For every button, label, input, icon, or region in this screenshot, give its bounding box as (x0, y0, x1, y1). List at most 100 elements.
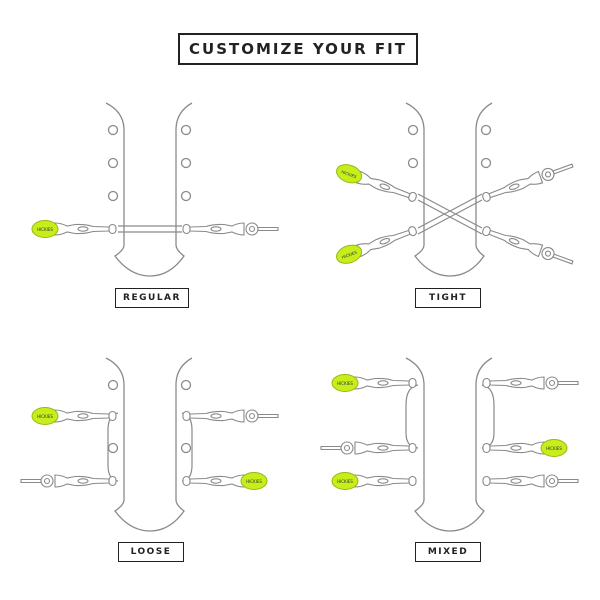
panel-regular: HICKIES (31, 102, 279, 277)
shoe-tongue-outline (405, 102, 493, 277)
hickie-lace-tail (20, 474, 117, 488)
panel-tight: HICKIES HICKIES (336, 102, 574, 277)
hickie-lace-tail (182, 409, 279, 423)
hickie-lace-tail (482, 376, 579, 390)
eyelet-right (480, 124, 492, 136)
shoe-tongue-outline (105, 102, 193, 277)
eyelet-left (107, 190, 119, 202)
lace-tail (552, 163, 574, 175)
hickie-lace-tail (320, 441, 417, 455)
hickie-logo-text: HICKIES (37, 414, 53, 419)
lace-tail-hole (248, 412, 256, 420)
hickie-logo-text: HICKIES (337, 479, 353, 484)
lace-tail-hole (544, 250, 552, 257)
lace-tail (320, 445, 342, 451)
shoe-tongue-outline (405, 357, 493, 532)
lace-cross-strap (118, 225, 182, 233)
lace-tail-hole (248, 225, 256, 233)
lace-tail-hole (548, 379, 556, 387)
hickie-logo-text: HICKIES (341, 250, 358, 260)
lace-tail (257, 226, 279, 232)
lace-anchor (482, 377, 491, 389)
lace-anchor (482, 442, 491, 454)
lace-slot (508, 183, 520, 190)
lace-slot (377, 478, 389, 484)
lace-slot (508, 238, 520, 245)
lace-vertical-loops (405, 384, 495, 449)
lace-tail-hole (43, 477, 51, 485)
eyelet-right (480, 157, 492, 169)
eyelet-left (407, 157, 419, 169)
hickie-lace-tail (482, 474, 579, 488)
eyelet-right (180, 157, 192, 169)
eyelet-right (180, 190, 192, 202)
hickie-logo-text: HICKIES (246, 479, 262, 484)
lace-tail (557, 380, 579, 386)
panel-loose: HICKIES HICKIES (20, 357, 279, 532)
page-title: CUSTOMIZE YOUR FIT (178, 33, 418, 65)
hickie-logo-badge (31, 407, 59, 425)
lace-tail (552, 253, 574, 265)
lace-vertical-loops (107, 412, 193, 482)
lace-slot (210, 478, 222, 484)
lace-tail-hole (343, 444, 351, 452)
lace-anchor (108, 475, 117, 487)
hickie-logo-text: HICKIES (546, 446, 562, 451)
lace-cross-straps (417, 193, 483, 235)
eyelet-right (180, 379, 192, 391)
hickie-logo-text: HICKIES (341, 169, 358, 179)
lace-anchor (408, 377, 417, 389)
lace-tail-hole (544, 171, 552, 178)
label-mixed: MIXED (415, 542, 481, 562)
lace-slot (379, 238, 391, 245)
eyelet-left (107, 157, 119, 169)
lace-slot (77, 226, 89, 232)
lace-anchor (408, 442, 417, 454)
hickie-lace-logo: HICKIES (31, 407, 117, 425)
hickie-lace-logo: HICKIES (482, 439, 568, 457)
hickie-lace-logo: HICKIES (331, 472, 417, 490)
lace-slot (510, 445, 522, 451)
hickie-logo-badge (540, 439, 568, 457)
hickie-lace-tail (182, 222, 279, 236)
lace-slot (210, 413, 222, 419)
lace-slot (510, 380, 522, 386)
hickie-lace-logo: HICKIES (31, 220, 117, 238)
lace-slot (77, 413, 89, 419)
hickie-lace-logo: HICKIES (336, 226, 417, 264)
label-tight: TIGHT (415, 288, 481, 308)
lace-anchor (108, 410, 117, 422)
eyelet-left (107, 124, 119, 136)
hickie-logo-badge (331, 472, 359, 490)
lace-slot (377, 380, 389, 386)
lace-tail (20, 478, 42, 484)
lace-anchor (408, 475, 417, 487)
label-loose: LOOSE (118, 542, 184, 562)
lace-slot (379, 183, 391, 190)
hickie-lace-logo: HICKIES (331, 374, 417, 392)
lace-tail (257, 413, 279, 419)
hickie-lace-logo: HICKIES (182, 472, 268, 490)
lace-slot (510, 478, 522, 484)
lace-anchor (182, 475, 191, 487)
hickie-logo-badge (240, 472, 268, 490)
eyelet-right (180, 124, 192, 136)
lace-slot (77, 478, 89, 484)
hickie-lace-tail (482, 163, 574, 202)
eyelet-left (107, 442, 119, 454)
hickie-logo-badge (331, 374, 359, 392)
lace-anchor (108, 223, 117, 235)
hickie-logo-text: HICKIES (337, 381, 353, 386)
hickie-lace-logo: HICKIES (336, 164, 417, 202)
lace-anchor (182, 223, 191, 235)
panel-mixed: HICKIES HICKIES HICKIES (320, 357, 579, 532)
lace-anchor (482, 475, 491, 487)
eyelet-right (180, 442, 192, 454)
lace-slot (377, 445, 389, 451)
hickie-logo-badge (336, 164, 363, 184)
label-regular: REGULAR (115, 288, 189, 308)
hickie-logo-text: HICKIES (37, 227, 53, 232)
lace-tail-hole (548, 477, 556, 485)
hickie-logo-badge (336, 244, 363, 264)
